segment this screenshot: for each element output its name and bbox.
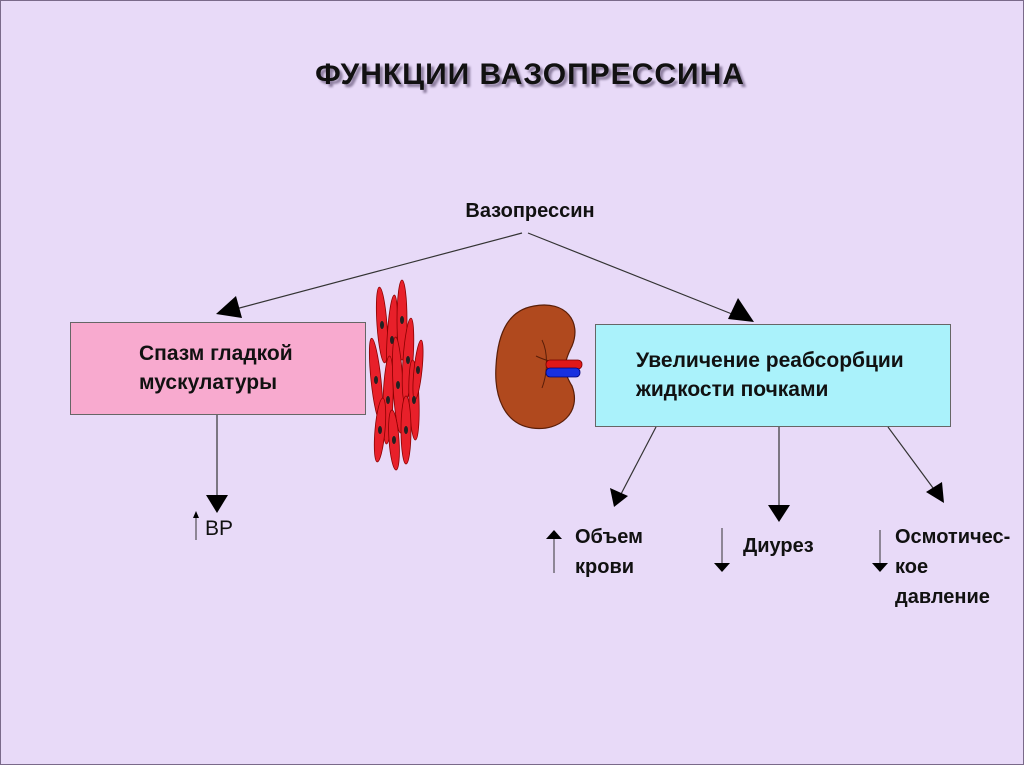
up-arrow-icon xyxy=(193,511,199,540)
arrowhead-blood-volume xyxy=(610,488,628,507)
arrow-to-muscle xyxy=(231,232,523,311)
diuresis-label: Диурез xyxy=(743,535,814,557)
up-arrow-icon xyxy=(546,530,562,573)
down-arrow-icon xyxy=(714,528,730,572)
arrowhead-osmotic xyxy=(926,482,944,503)
arrow-to-osmotic xyxy=(887,426,937,493)
down-arrow-icon xyxy=(872,530,888,572)
arrowhead-kidney xyxy=(728,298,754,322)
bp-label: BP xyxy=(205,517,234,540)
page-title: ФУНКЦИИ ВАЗОПРЕССИНА xyxy=(315,58,745,91)
kidney-reabsorption-label: Увеличение реабсорбции жидкости почками xyxy=(636,349,904,401)
arrow-to-blood-volume xyxy=(619,426,657,497)
vasopressin-label: Вазопрессин xyxy=(465,200,595,222)
osmotic-pressure-label: Осмотичес- кое давление xyxy=(895,526,1011,608)
kidney-icon xyxy=(495,304,583,430)
arrowhead-diuresis xyxy=(768,505,790,522)
smooth-muscle-spasm-box: Спазм гладкой мускулатуры xyxy=(70,322,366,415)
smooth-muscle-spasm-label: Спазм гладкой мускулатуры xyxy=(139,342,293,394)
arrow-to-kidney xyxy=(527,232,743,319)
arrow-heads xyxy=(206,296,944,522)
arrowhead-bp xyxy=(206,495,228,513)
muscle-cells-icon xyxy=(368,279,424,471)
blood-volume-label: Объем крови xyxy=(575,526,643,578)
kidney-reabsorption-box: Увеличение реабсорбции жидкости почками xyxy=(595,324,951,427)
muscle-cell-nuclei xyxy=(374,316,420,444)
arrowhead-muscle xyxy=(216,296,242,318)
connector-arrows xyxy=(216,232,937,512)
